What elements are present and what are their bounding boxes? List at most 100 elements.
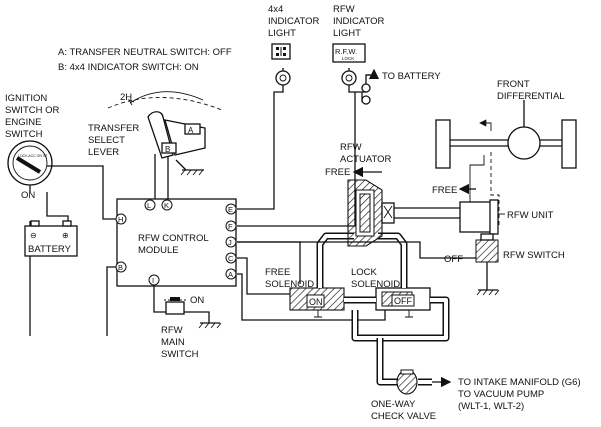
svg-text:CHECK VALVE: CHECK VALVE [371, 411, 436, 422]
fuse-icon [361, 83, 371, 105]
rfw-switch [475, 233, 499, 263]
module-label-line1: RFW CONTROL [138, 233, 209, 244]
svg-text:SWITCH OR: SWITCH OR [5, 105, 59, 116]
switch-a-label: A [188, 126, 194, 135]
svg-text:LIGHT: LIGHT [333, 28, 361, 39]
lock-solenoid-label: LOCK SOLENOID [351, 267, 400, 290]
svg-text:ACTUATOR: ACTUATOR [340, 154, 392, 165]
svg-text:4x4: 4x4 [268, 4, 283, 15]
lock-solenoid-state: OFF [394, 296, 412, 306]
actuator-free-label: FREE [325, 167, 350, 178]
svg-text:H: H [118, 215, 123, 224]
svg-text:SELECT: SELECT [88, 135, 125, 146]
module-terminal-c: C [225, 252, 237, 264]
svg-text:INDICATOR: INDICATOR [333, 16, 385, 27]
battery-label: BATTERY [28, 244, 72, 255]
module-terminal-b: B [115, 261, 127, 273]
rfw-control-module: RFW CONTROL MODULE [116, 198, 237, 287]
destination-label: TO INTAKE MANIFOLD (G6) TO VACUUM PUMP (… [458, 377, 581, 412]
rfw-badge: R.F.W. [335, 47, 357, 56]
module-label-line2: MODULE [138, 245, 179, 256]
svg-text:MAIN: MAIN [161, 337, 185, 348]
free-solenoid-state: ON [309, 297, 323, 307]
rfw-switch-label: RFW SWITCH [503, 250, 565, 261]
module-terminal-l: L [144, 199, 156, 211]
main-switch-label: RFW MAIN SWITCH [161, 325, 199, 360]
module-terminal-f: F [225, 220, 237, 232]
rfw-unit-free-label: FREE [432, 185, 457, 196]
check-valve-label: ONE-WAY CHECK VALVE [371, 399, 436, 422]
legend-line-a: A: TRANSFER NEUTRAL SWITCH: OFF [58, 47, 232, 58]
svg-text:ONE-WAY: ONE-WAY [371, 399, 416, 410]
indicator-rfw-icon: R.F.W. LOCK [332, 43, 366, 63]
svg-text:B: B [118, 263, 123, 272]
bulb-4x4-icon [275, 70, 291, 86]
one-way-check-valve [396, 369, 418, 395]
ignition-state: ON [21, 190, 35, 201]
indicator-4x4-icon [271, 43, 291, 60]
free-solenoid: ON [289, 287, 345, 318]
transfer-lever-label: TRANSFER SELECT LEVER [88, 123, 139, 158]
svg-text:RFW: RFW [161, 325, 183, 336]
module-terminal-i: I [148, 274, 160, 286]
free-solenoid-label: FREE SOLENOID [265, 267, 314, 290]
module-terminal-e: E [225, 203, 237, 215]
lock-solenoid: OFF [375, 287, 431, 318]
svg-text:TO VACUUM PUMP: TO VACUUM PUMP [458, 389, 544, 400]
indicator-rfw-label: RFW INDICATOR LIGHT [333, 4, 385, 39]
rfw-unit-label: RFW UNIT [507, 210, 554, 221]
svg-text:FRONT: FRONT [497, 79, 530, 90]
module-terminal-j: J [225, 236, 237, 248]
svg-text:TRANSFER: TRANSFER [88, 123, 139, 134]
rfw-main-switch [165, 297, 185, 315]
rfw-unit [459, 199, 499, 235]
switch-b-label: B [165, 145, 170, 154]
svg-text:INDICATOR: INDICATOR [268, 16, 320, 27]
ignition-key-text: LOCK ACC ON ST [18, 154, 48, 158]
svg-text:LOCK: LOCK [351, 267, 378, 278]
ignition-switch-icon: LOCK ACC ON ST [7, 140, 53, 186]
front-differential-label: FRONT DIFFERENTIAL [497, 79, 565, 102]
svg-text:I: I [152, 276, 154, 285]
indicator-4x4-label: 4x4 INDICATOR LIGHT [268, 4, 320, 39]
svg-text:SWITCH: SWITCH [5, 129, 43, 140]
lever-mode-2h: 2H [120, 92, 132, 103]
legend-line-b: B: 4x4 INDICATOR SWITCH: ON [58, 62, 199, 73]
svg-text:ENGINE: ENGINE [5, 117, 41, 128]
actuator-label: RFW ACTUATOR [340, 142, 392, 165]
svg-text:SOLENOID: SOLENOID [265, 279, 314, 290]
svg-text:IGNITION: IGNITION [5, 93, 47, 104]
rfw-badge-sub: LOCK [342, 56, 354, 61]
bulb-rfw-icon [341, 70, 357, 86]
svg-text:LIGHT: LIGHT [268, 28, 296, 39]
svg-text:C: C [228, 254, 234, 263]
module-terminal-a: A [225, 268, 237, 280]
svg-text:F: F [228, 222, 233, 231]
svg-text:SOLENOID: SOLENOID [351, 279, 400, 290]
rfw-actuator [347, 179, 395, 247]
svg-text:(WLT-1, WLT-2): (WLT-1, WLT-2) [458, 401, 524, 412]
to-battery-label: TO BATTERY [382, 71, 441, 82]
ignition-label: IGNITION SWITCH OR ENGINE SWITCH [5, 93, 59, 140]
svg-text:J: J [228, 238, 232, 247]
battery-plus: ⊕ [62, 231, 69, 240]
svg-text:DIFFERENTIAL: DIFFERENTIAL [497, 91, 565, 102]
svg-text:FREE: FREE [265, 267, 290, 278]
svg-text:K: K [164, 201, 169, 210]
svg-text:L: L [147, 201, 151, 210]
svg-text:RFW: RFW [340, 142, 362, 153]
module-terminal-k: K [161, 199, 173, 211]
battery-minus: ⊖ [30, 231, 37, 240]
battery: ⊖ ⊕ BATTERY [24, 220, 78, 257]
svg-text:E: E [228, 205, 233, 214]
front-differential [435, 100, 577, 228]
module-terminal-h: H [115, 213, 127, 225]
svg-text:A: A [228, 270, 233, 279]
svg-text:TO INTAKE MANIFOLD (G6): TO INTAKE MANIFOLD (G6) [458, 377, 581, 388]
svg-text:LEVER: LEVER [88, 147, 119, 158]
main-switch-state: ON [190, 295, 204, 306]
svg-text:SWITCH: SWITCH [161, 349, 199, 360]
rfw-switch-state: OFF [444, 254, 463, 265]
transfer-lever: A B [147, 111, 206, 176]
